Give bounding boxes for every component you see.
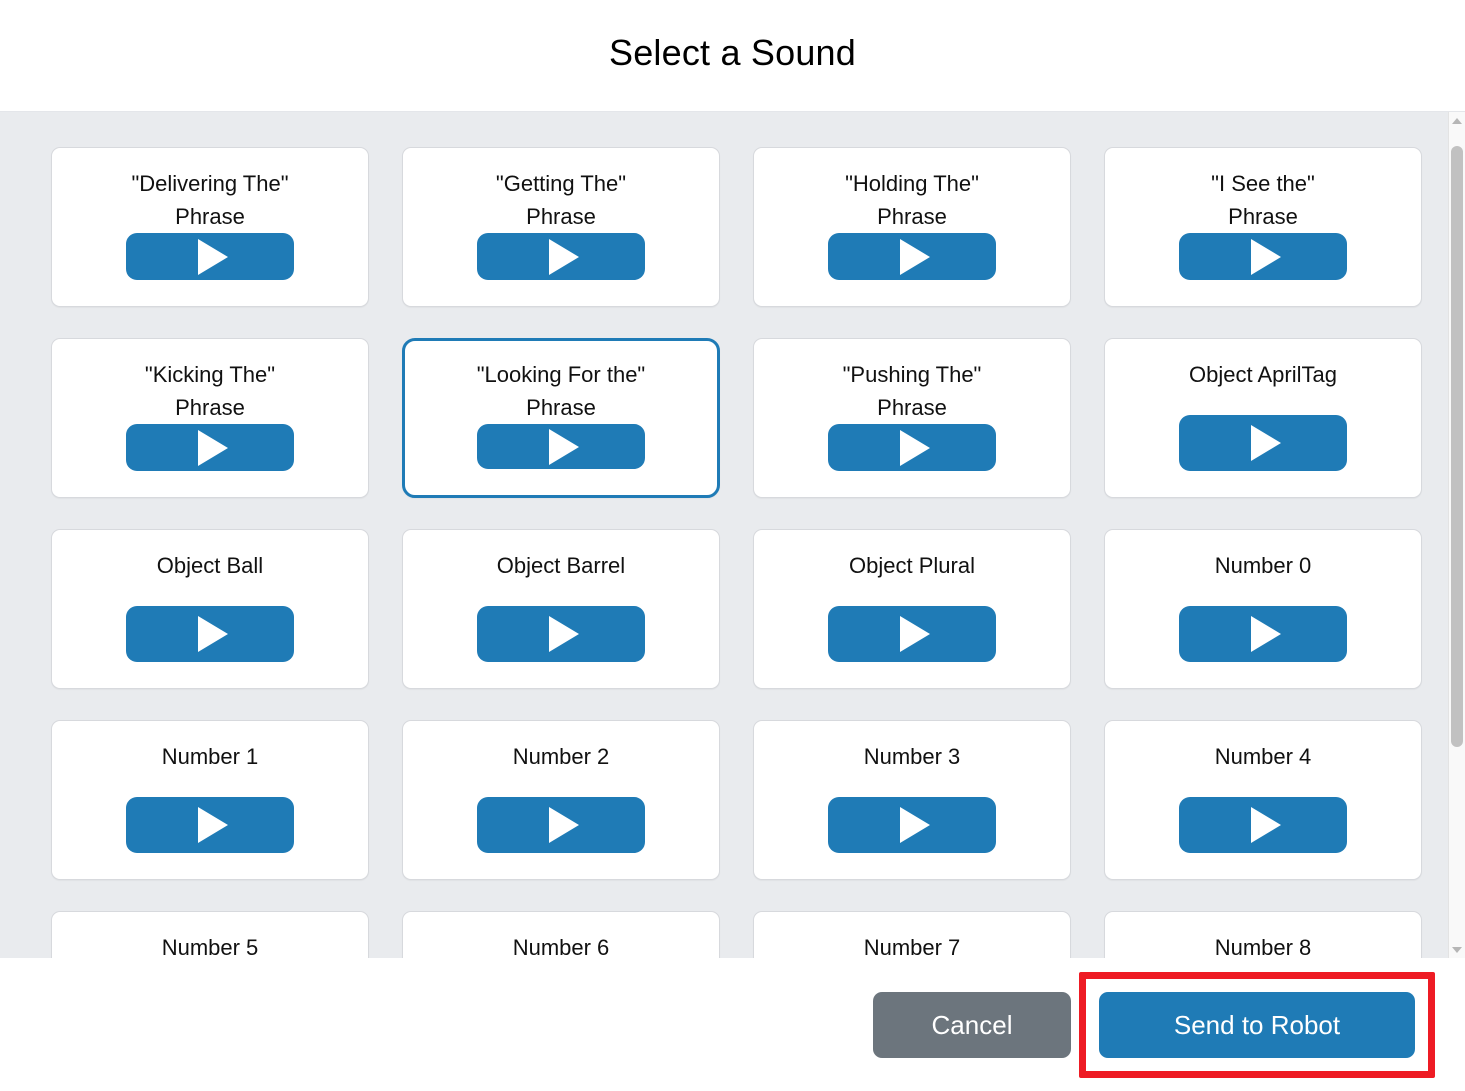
- sound-card[interactable]: Number 7: [753, 911, 1071, 958]
- play-icon: [900, 807, 930, 843]
- sound-card-label: "Pushing The" Phrase: [842, 362, 982, 420]
- sound-card-label: "Delivering The" Phrase: [131, 171, 289, 229]
- sound-card-label: Number 6: [512, 935, 610, 958]
- play-icon: [549, 238, 579, 275]
- play-icon: [1251, 425, 1281, 461]
- play-button[interactable]: [828, 797, 996, 853]
- sound-card[interactable]: "Getting The" Phrase: [402, 147, 720, 307]
- sound-card[interactable]: Number 6: [402, 911, 720, 958]
- play-button[interactable]: [1179, 606, 1347, 662]
- play-icon: [549, 428, 579, 465]
- play-icon: [1251, 238, 1281, 275]
- play-icon: [198, 238, 228, 275]
- sound-card-label: Object Ball: [156, 553, 264, 578]
- sound-card-label: "Holding The" Phrase: [845, 171, 979, 229]
- play-icon: [1251, 616, 1281, 652]
- play-button[interactable]: [126, 797, 294, 853]
- sound-card-label: Number 7: [863, 935, 961, 958]
- sound-card-label: Number 4: [1214, 744, 1312, 769]
- sound-card-label: Object Barrel: [496, 553, 626, 578]
- sound-card[interactable]: Object Ball: [51, 529, 369, 689]
- play-icon: [549, 616, 579, 652]
- sound-card-label: "Looking For the" Phrase: [476, 362, 646, 420]
- vertical-scrollbar[interactable]: [1448, 112, 1465, 958]
- sound-grid-viewport: "Delivering The" Phrase "Getting The" Phr…: [0, 112, 1448, 958]
- play-icon: [549, 807, 579, 843]
- sound-card-label: Number 5: [161, 935, 259, 958]
- sound-card[interactable]: Number 1: [51, 720, 369, 880]
- sound-card[interactable]: "Holding The" Phrase: [753, 147, 1071, 307]
- play-icon: [1251, 807, 1281, 843]
- play-button[interactable]: [477, 233, 645, 280]
- sound-card[interactable]: Object AprilTag: [1104, 338, 1422, 498]
- sound-list-panel: "Delivering The" Phrase "Getting The" Phr…: [0, 112, 1465, 958]
- sound-card[interactable]: "Kicking The" Phrase: [51, 338, 369, 498]
- sound-card-label: "I See the" Phrase: [1211, 171, 1315, 229]
- play-button[interactable]: [828, 606, 996, 662]
- play-button[interactable]: [1179, 797, 1347, 853]
- play-icon: [900, 616, 930, 652]
- play-icon: [198, 616, 228, 652]
- play-icon: [198, 807, 228, 843]
- play-button[interactable]: [477, 606, 645, 662]
- sound-card[interactable]: "Pushing The" Phrase: [753, 338, 1071, 498]
- sound-card[interactable]: "I See the" Phrase: [1104, 147, 1422, 307]
- play-button[interactable]: [126, 233, 294, 280]
- sound-card[interactable]: Number 2: [402, 720, 720, 880]
- sound-card-label: Object Plural: [849, 553, 975, 578]
- dialog-footer: Cancel Send to Robot: [0, 958, 1465, 1091]
- sound-card-label: "Kicking The" Phrase: [144, 362, 276, 420]
- play-button[interactable]: [828, 233, 996, 280]
- sound-card[interactable]: Number 8: [1104, 911, 1422, 958]
- play-button[interactable]: [126, 606, 294, 662]
- play-button[interactable]: [126, 424, 294, 471]
- sound-card-label: Number 2: [512, 744, 610, 769]
- sound-grid: "Delivering The" Phrase "Getting The" Phr…: [0, 112, 1448, 958]
- sound-card-label: Number 8: [1214, 935, 1312, 958]
- cancel-button[interactable]: Cancel: [873, 991, 1071, 1058]
- play-button[interactable]: [477, 424, 645, 469]
- play-icon: [900, 238, 930, 275]
- play-button[interactable]: [477, 797, 645, 853]
- sound-card[interactable]: Number 3: [753, 720, 1071, 880]
- sound-card-label: "Getting The" Phrase: [495, 171, 627, 229]
- sound-card-label: Number 3: [863, 744, 961, 769]
- scroll-down-arrow-icon[interactable]: [1449, 941, 1465, 958]
- dialog-header: Select a Sound: [0, 0, 1465, 112]
- sound-card[interactable]: "Looking For the" Phrase: [402, 338, 720, 498]
- sound-card[interactable]: Number 4: [1104, 720, 1422, 880]
- send-to-robot-highlight: Send to Robot: [1079, 971, 1435, 1078]
- sound-card[interactable]: Object Plural: [753, 529, 1071, 689]
- sound-card[interactable]: Object Barrel: [402, 529, 720, 689]
- sound-card[interactable]: Number 5: [51, 911, 369, 958]
- page-title: Select a Sound: [609, 31, 856, 73]
- play-button[interactable]: [828, 424, 996, 471]
- scroll-up-arrow-icon[interactable]: [1449, 112, 1465, 129]
- play-icon: [198, 429, 228, 466]
- sound-card[interactable]: "Delivering The" Phrase: [51, 147, 369, 307]
- sound-card-label: Object AprilTag: [1189, 362, 1337, 387]
- sound-card-label: Number 1: [161, 744, 259, 769]
- play-icon: [900, 429, 930, 466]
- play-button[interactable]: [1179, 233, 1347, 280]
- sound-card[interactable]: Number 0: [1104, 529, 1422, 689]
- play-button[interactable]: [1179, 415, 1347, 471]
- scrollbar-thumb[interactable]: [1451, 145, 1463, 747]
- send-to-robot-button[interactable]: Send to Robot: [1099, 991, 1415, 1058]
- sound-card-label: Number 0: [1214, 553, 1312, 578]
